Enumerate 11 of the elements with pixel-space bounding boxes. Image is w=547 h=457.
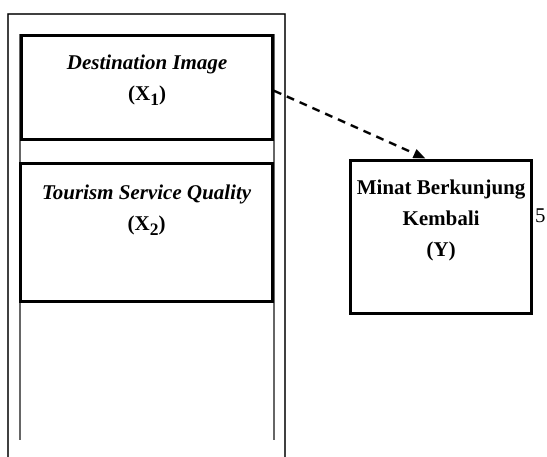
- variable-name: Tourism Service Quality: [42, 179, 252, 206]
- variable-symbol: (Y): [426, 236, 456, 263]
- variable-box: [19, 162, 274, 303]
- variable-box: [349, 159, 533, 315]
- page-number: 5: [535, 203, 546, 227]
- variable-name: Minat Berkunjung Kembali: [356, 174, 526, 232]
- dashed-arrow: [273, 90, 426, 160]
- variable-symbol: (X$_{2}$): [128, 210, 166, 242]
- variable-box: [20, 34, 274, 141]
- variable-symbol: (X$_{1}$): [128, 80, 166, 112]
- variable-name: Destination Image: [66, 49, 228, 76]
